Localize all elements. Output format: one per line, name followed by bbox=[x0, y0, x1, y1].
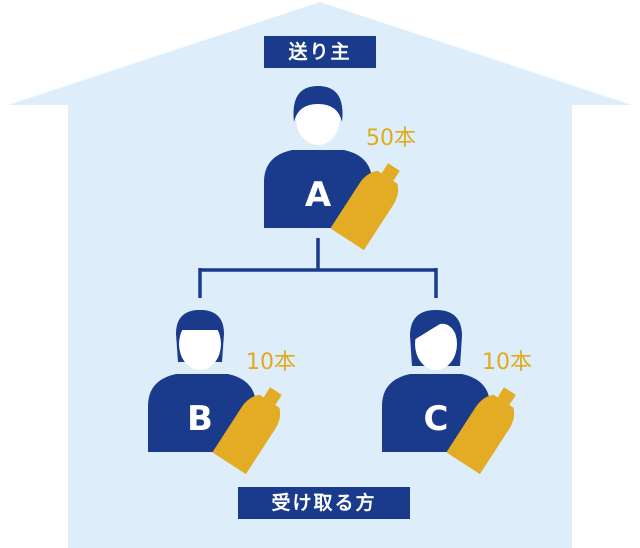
person-b-hair-bangs bbox=[177, 310, 223, 336]
person-c-bottle-icon bbox=[446, 387, 516, 475]
person-c: C bbox=[382, 310, 516, 475]
person-b-head bbox=[179, 318, 221, 370]
person-b-bottle-icon bbox=[212, 387, 282, 475]
person-a-letter: A bbox=[305, 175, 332, 215]
person-b-quantity: 10本 bbox=[246, 350, 296, 375]
house-shape bbox=[8, 2, 632, 548]
person-c-hair-part bbox=[413, 312, 459, 340]
receiver-label: 受け取る方 bbox=[238, 487, 410, 519]
person-c-quantity: 10本 bbox=[482, 350, 532, 375]
person-b-letter: B bbox=[187, 399, 213, 439]
connector-lines bbox=[198, 238, 438, 298]
person-b: B bbox=[148, 310, 282, 475]
person-a-quantity: 50本 bbox=[366, 126, 416, 151]
sender-label: 送り主 bbox=[264, 36, 376, 68]
person-a-bottle-icon bbox=[330, 163, 400, 251]
person-a-hair bbox=[293, 86, 343, 122]
person-a: A bbox=[264, 86, 400, 251]
person-c-letter: C bbox=[424, 399, 449, 439]
